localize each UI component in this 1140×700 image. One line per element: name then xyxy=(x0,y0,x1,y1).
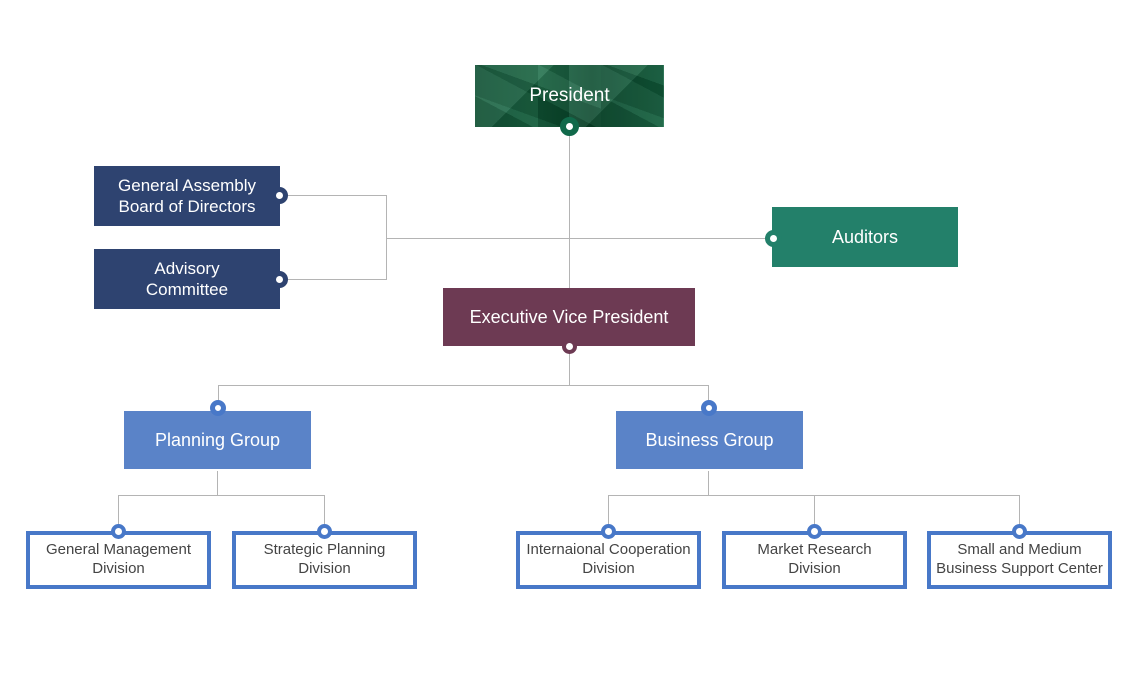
dot-small-medium-business-support-center xyxy=(1012,524,1027,539)
dot-international-cooperation-division xyxy=(601,524,616,539)
node-executive-vice-president-label: Executive Vice President xyxy=(469,306,669,327)
connector-drop-general-management xyxy=(118,495,119,531)
dot-market-research-division xyxy=(807,524,822,539)
dot-executive-vice-president xyxy=(562,339,577,354)
connector-drop-small-medium xyxy=(1019,495,1020,531)
node-general-management-division-label: General Management Division xyxy=(45,541,192,577)
node-planning-group-label: Planning Group xyxy=(154,429,281,450)
connector-drop-strategic-planning xyxy=(324,495,325,531)
connector-drop-international-cooperation xyxy=(608,495,609,531)
node-advisory-committee[interactable]: Advisory Committee xyxy=(94,249,280,309)
node-small-medium-business-support-center[interactable]: Small and Medium Business Support Center xyxy=(927,531,1112,589)
node-strategic-planning-division-label: Strategic Planning Division xyxy=(263,541,386,577)
connector-drop-planning-group xyxy=(218,385,219,407)
node-executive-vice-president[interactable]: Executive Vice President xyxy=(443,288,695,346)
connector-advisory-committee xyxy=(286,279,386,280)
dot-strategic-planning-division xyxy=(317,524,332,539)
node-president[interactable]: President xyxy=(475,65,664,127)
dot-planning-group xyxy=(210,400,226,416)
node-advisory-committee-label: Advisory Committee xyxy=(145,258,229,299)
dot-auditors xyxy=(765,230,782,247)
dot-president xyxy=(560,117,579,136)
node-small-medium-business-support-center-label: Small and Medium Business Support Center xyxy=(936,541,1103,577)
connector-drop-market-research xyxy=(814,495,815,531)
connector-spine-to-auditors xyxy=(569,238,772,239)
node-international-cooperation-division-label: Internaional Cooperation Division xyxy=(526,541,691,577)
connector-president-to-evp xyxy=(569,128,570,288)
connector-left-bracket-to-spine xyxy=(386,238,570,239)
node-international-cooperation-division[interactable]: Internaional Cooperation Division xyxy=(516,531,701,589)
dot-advisory-committee xyxy=(271,271,288,288)
node-general-management-division[interactable]: General Management Division xyxy=(26,531,211,589)
connector-group-bar xyxy=(218,385,709,386)
connector-general-assembly xyxy=(286,195,386,196)
node-strategic-planning-division[interactable]: Strategic Planning Division xyxy=(232,531,417,589)
node-planning-group[interactable]: Planning Group xyxy=(124,411,311,469)
connector-drop-business-group xyxy=(708,385,709,407)
connector-left-bracket-vertical xyxy=(386,195,387,280)
node-business-group-label: Business Group xyxy=(645,429,774,450)
dot-general-management-division xyxy=(111,524,126,539)
dot-business-group xyxy=(701,400,717,416)
node-market-research-division[interactable]: Market Research Division xyxy=(722,531,907,589)
node-general-assembly-label: General Assembly Board of Directors xyxy=(118,175,256,216)
connector-business-group-down xyxy=(708,471,709,496)
node-president-label: President xyxy=(529,85,610,107)
node-market-research-division-label: Market Research Division xyxy=(757,541,872,577)
connector-planning-group-down xyxy=(217,471,218,496)
connector-planning-division-bar xyxy=(118,495,324,496)
dot-general-assembly xyxy=(271,187,288,204)
node-auditors-label: Auditors xyxy=(831,226,899,247)
node-business-group[interactable]: Business Group xyxy=(616,411,803,469)
node-auditors[interactable]: Auditors xyxy=(772,207,958,267)
node-general-assembly[interactable]: General Assembly Board of Directors xyxy=(94,166,280,226)
connector-evp-down xyxy=(569,348,570,386)
